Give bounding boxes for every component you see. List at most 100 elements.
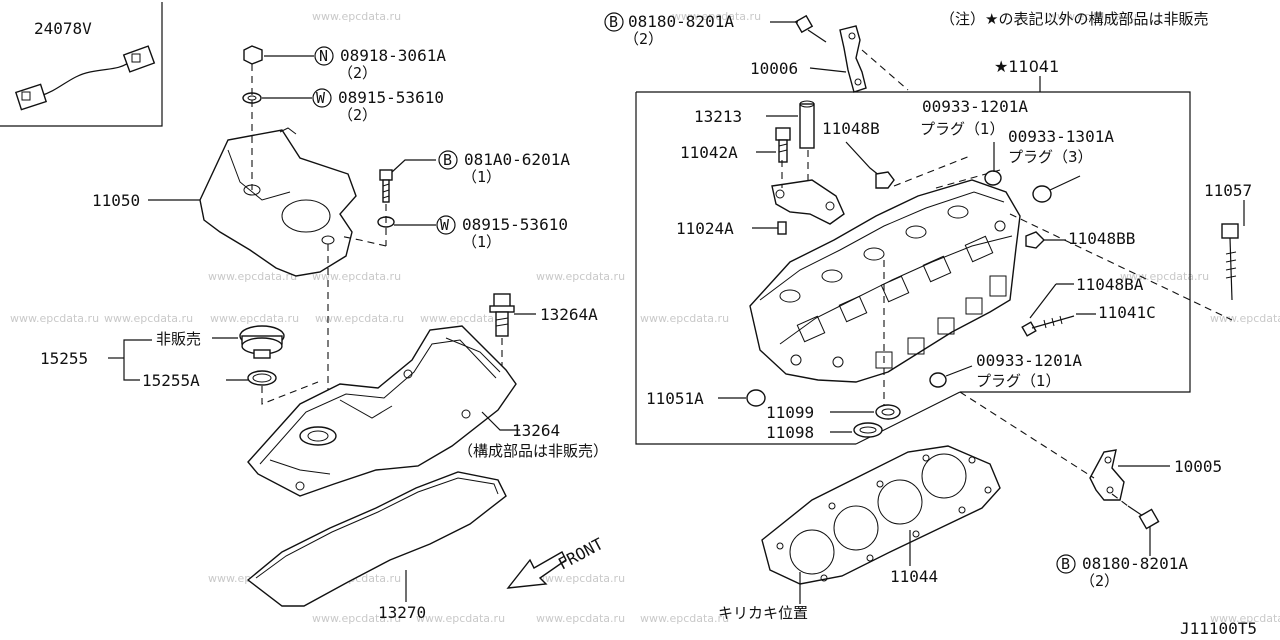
- diagram-code: J11100T5: [1180, 619, 1257, 638]
- part-label-13270: 13270: [378, 603, 426, 622]
- plug-11048bb-shape: [1025, 231, 1045, 249]
- part-label-08915-53610-a: 08915-53610: [338, 88, 444, 107]
- bolt-11057-shape: [1221, 223, 1239, 301]
- seal-shape: [247, 370, 277, 386]
- code-circle-b3: [1056, 554, 1076, 574]
- plug-11048b-shape: [875, 171, 895, 189]
- part-label-11042a: 11042A: [680, 143, 738, 162]
- code-b3: B: [1061, 555, 1070, 573]
- watermark: www.epcdata.ru: [672, 10, 761, 23]
- part-label-11057: 11057: [1204, 181, 1252, 200]
- plug-shape: [1032, 185, 1052, 203]
- part-label-10006: 10006: [750, 59, 798, 78]
- plug-shape: [984, 170, 1002, 186]
- qty-08180-8201a-b: （2）: [1080, 572, 1119, 590]
- code-circle-b1: [438, 150, 458, 170]
- head-gasket-shape: [761, 445, 1001, 585]
- plug-label-3: プラグ（3）: [1008, 148, 1093, 166]
- watermark: www.epcdata.ru: [1210, 312, 1280, 325]
- part-label-15255: 15255: [40, 349, 88, 368]
- part-label-11041c: 11041C: [1098, 303, 1156, 322]
- part-label-11041: ★11041: [994, 57, 1059, 76]
- watermark: www.epcdata.ru: [104, 312, 193, 325]
- part-label-081a0-6201a: 081A0-6201A: [464, 150, 570, 169]
- watermark: www.epcdata.ru: [640, 312, 729, 325]
- watermark: www.epcdata.ru: [420, 312, 509, 325]
- watermarks: www.epcdata.ru www.epcdata.ru www.epcdat…: [10, 10, 1280, 625]
- seal-11098-shape: [853, 422, 883, 438]
- oil-cap-shape: [239, 325, 285, 359]
- part-label-00933-1201a-a: 00933-1201A: [922, 97, 1028, 116]
- stud-11041c-shape: [1021, 315, 1075, 337]
- front-label: FRONT: [555, 534, 607, 574]
- nut-shape: [243, 45, 263, 65]
- watermark: www.epcdata.ru: [10, 312, 99, 325]
- qty-08915-53610-b: （1）: [462, 233, 501, 251]
- plug-label-a: プラグ（1）: [920, 120, 1005, 138]
- part-note-13264: （構成部品は非販売）: [458, 442, 608, 460]
- pin-11024a-shape: [777, 221, 787, 235]
- plug-label-b: プラグ（1）: [976, 372, 1061, 390]
- dowel-13213-shape: [799, 103, 815, 149]
- part-note-15255-nonsale: 非販売: [156, 330, 201, 348]
- part-label-11098: 11098: [766, 423, 814, 442]
- kirikaki-label: キリカキ位置: [718, 604, 808, 622]
- part-label-11051a: 11051A: [646, 389, 704, 408]
- bolt-shape: [1127, 505, 1160, 530]
- code-w2: W: [440, 216, 450, 234]
- watermark: www.epcdata.ru: [208, 270, 297, 283]
- watermark: www.epcdata.ru: [640, 612, 729, 625]
- bolt-shape: [379, 169, 393, 203]
- watermark: www.epcdata.ru: [315, 312, 404, 325]
- code-n: N: [319, 47, 328, 65]
- code-circle-w1: [312, 88, 332, 108]
- watermark: www.epcdata.ru: [1210, 612, 1280, 625]
- seal-11099-shape: [875, 404, 901, 420]
- part-label-08180-8201a-a: 08180-8201A: [628, 12, 734, 31]
- code-b1: B: [443, 151, 452, 169]
- code-circle-b2: [604, 12, 624, 32]
- part-label-11048bb: 11048BB: [1068, 229, 1135, 248]
- part-label-08915-53610-b: 08915-53610: [462, 215, 568, 234]
- qty-08918-3061a: （2）: [338, 64, 377, 82]
- part-label-13264: 13264: [512, 421, 560, 440]
- part-label-08180-8201a-b: 08180-8201A: [1082, 554, 1188, 573]
- part-label-08918-3061a: 08918-3061A: [340, 46, 446, 65]
- plug-11051a-shape: [746, 389, 766, 407]
- rocker-cover-shape: [247, 325, 517, 497]
- watermark: www.epcdata.ru: [210, 312, 299, 325]
- part-label-00933-1301a: 00933-1301A: [1008, 127, 1114, 146]
- watermark: www.epcdata.ru: [312, 270, 401, 283]
- code-circle-n: [314, 46, 334, 66]
- bracket-10005-shape: [1089, 449, 1125, 501]
- part-label-24078v: 24078V: [34, 19, 92, 38]
- part-label-13213: 13213: [694, 107, 742, 126]
- front-arrow-icon: [506, 551, 567, 589]
- code-b2: B: [609, 13, 618, 31]
- bolt-shape: [794, 14, 827, 43]
- rocker-gasket-shape: [246, 471, 507, 607]
- part-label-10005: 10005: [1174, 457, 1222, 476]
- watermark: www.epcdata.ru: [1120, 270, 1209, 283]
- watermark: www.epcdata.ru: [536, 612, 625, 625]
- code-w1: W: [316, 89, 326, 107]
- watermark: www.epcdata.ru: [416, 612, 505, 625]
- part-label-11099: 11099: [766, 403, 814, 422]
- qty-08915-53610-a: （2）: [338, 106, 377, 124]
- part-label-11048b: 11048B: [822, 119, 880, 138]
- code-circle-w2: [436, 215, 456, 235]
- watermark: www.epcdata.ru: [1048, 10, 1137, 23]
- cam-bracket-shape: [771, 179, 845, 225]
- part-label-11050: 11050: [92, 191, 140, 210]
- part-label-00933-1201a-b: 00933-1201A: [976, 351, 1082, 370]
- part-label-13264a: 13264A: [540, 305, 598, 324]
- watermark: www.epcdata.ru: [312, 612, 401, 625]
- bolt-11042a-shape: [775, 127, 791, 163]
- part-label-11048ba: 11048BA: [1076, 275, 1144, 294]
- bracket-10006-shape: [839, 25, 867, 93]
- note-text: （注）★の表記以外の構成部品は非販売: [940, 10, 1208, 28]
- bolt-13264a-shape: [489, 293, 515, 337]
- watermark: www.epcdata.ru: [536, 572, 625, 585]
- part-label-15255a: 15255A: [142, 371, 200, 390]
